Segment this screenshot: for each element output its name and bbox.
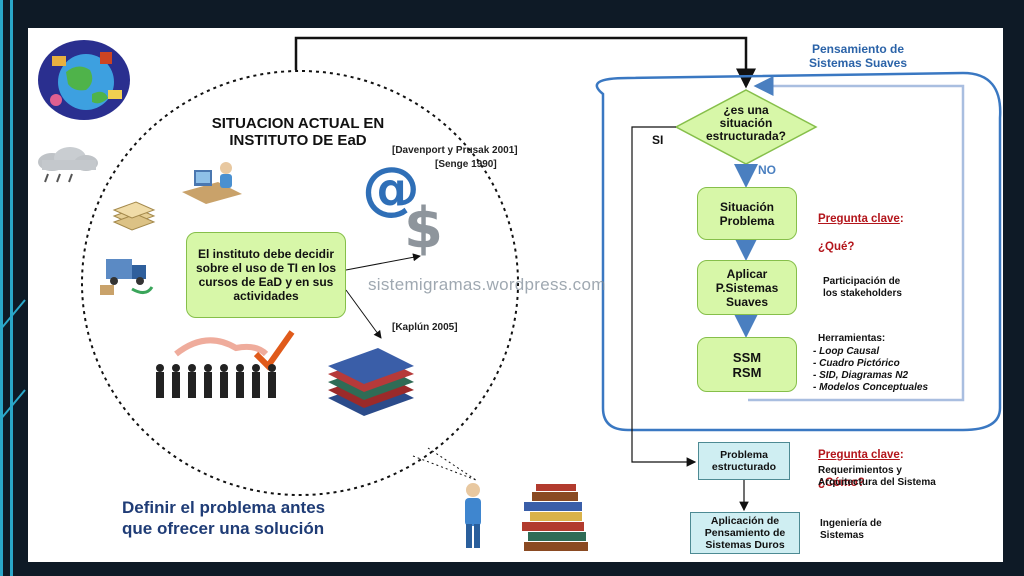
key-question-como-colon: :	[899, 449, 904, 461]
note-participacion: Participación de los stakeholders	[823, 276, 902, 299]
key-question-que: Pregunta clave: ¿Qué?	[818, 198, 904, 254]
books-pile-icon	[522, 484, 588, 551]
ref-davenport: [Davenport y Prusak 2001]	[392, 145, 518, 156]
box-sistemas-duros: Aplicación de Pensamiento de Sistemas Du…	[690, 512, 800, 554]
box-situacion-problema: Situación Problema	[697, 187, 797, 240]
soft-systems-title: Pensamiento de Sistemas Suaves	[808, 42, 908, 70]
computer-user-icon	[182, 162, 242, 204]
key-question-como-value: ¿Cómo?	[818, 477, 865, 489]
key-question-como-label: Pregunta clave	[818, 449, 900, 461]
box-ssm-rsm: SSM RSM	[697, 337, 797, 392]
box-aplicar-sistemas-suaves: Aplicar P.Sistemas Suaves	[697, 260, 797, 315]
diagram-connectors	[81, 36, 1002, 512]
key-question-que-colon: :	[899, 213, 904, 225]
key-question-como: Pregunta clave: ¿Cómo?	[818, 434, 904, 490]
decision-label: ¿es una situación estructurada?	[705, 103, 787, 143]
dollar-sign-icon: $	[404, 196, 443, 261]
soft-systems-outline	[595, 71, 1002, 432]
si-connector	[631, 126, 697, 467]
books-stack-icon	[328, 348, 414, 416]
note-herramientas-title: Herramientas:	[818, 333, 886, 344]
note-ingenieria: Ingeniería de Sistemas	[820, 518, 882, 541]
note-requerimientos: Requerimientos y Arquitectura del Sistem…	[818, 465, 936, 488]
bottom-message: Definir el problema antes que ofrecer un…	[122, 498, 326, 538]
frame-accent-line-1	[0, 0, 3, 576]
key-question-que-label: Pregunta clave	[818, 213, 900, 225]
situation-ellipse	[81, 70, 519, 496]
top-connector	[294, 36, 756, 89]
box-problema-estructurado: Problema estructurado	[698, 442, 790, 480]
ref-kaplun: [Kaplún 2005]	[392, 322, 458, 333]
papers-icon	[112, 201, 156, 231]
frame-accent-line-2	[10, 0, 13, 576]
watermark: sistemigramas.wordpress.com	[368, 275, 606, 294]
globe-icon	[38, 40, 130, 120]
business-people-icon	[156, 330, 295, 398]
center-decision-box: El instituto debe decidir sobre el uso d…	[186, 232, 346, 318]
label-si: SI	[652, 133, 664, 147]
person-icon	[465, 483, 481, 548]
cloud-rain-icon	[38, 147, 98, 183]
ref-senge: [Senge 1990]	[435, 159, 497, 170]
delivery-truck-icon	[100, 259, 154, 295]
label-no: NO	[758, 163, 776, 177]
situation-title: SITUACION ACTUAL EN INSTITUTO DE EaD	[211, 115, 385, 149]
diagram-canvas: SITUACION ACTUAL EN INSTITUTO DE EaD [Da…	[28, 28, 1003, 562]
frame-accent-diagonal	[0, 299, 26, 421]
key-question-que-value: ¿Qué?	[818, 241, 855, 253]
note-herramientas-list: - Loop Causal - Cuadro Pictórico - SID, …	[813, 346, 929, 393]
at-sign-icon: @	[362, 154, 420, 222]
